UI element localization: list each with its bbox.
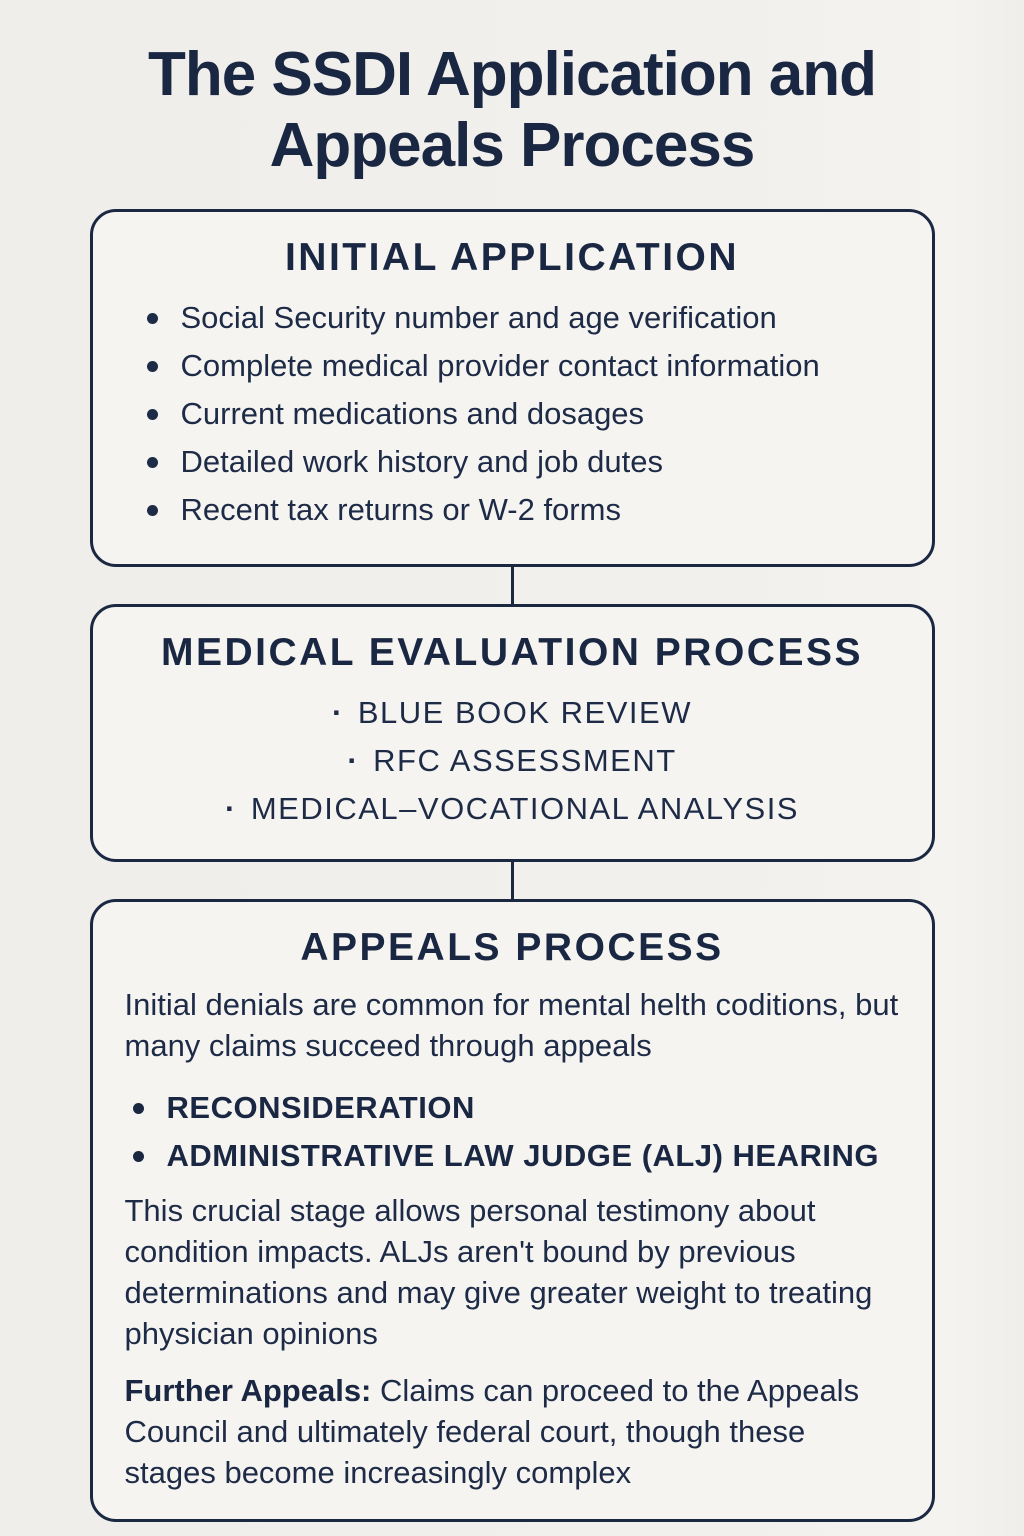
box-appeals-process: APPEALS PROCESS Initial denials are comm…: [89, 899, 935, 1523]
box-medical-evaluation-process: MEDICAL EVALUATION PROCESS BLUE BOOK REV…: [89, 604, 935, 863]
list-item: BLUE BOOK REVIEW: [125, 689, 900, 737]
list-item: Current medications and dosages: [139, 390, 900, 438]
list-item: ADMINISTRATIVE LAW JUDGE (ALJ) HEARING: [131, 1132, 900, 1180]
further-appeals-text: Claims can proceed to the Appeals Counci…: [124, 1373, 860, 1491]
appeals-process-heading: APPEALS PROCESS: [300, 926, 724, 970]
list-item: Detailed work history and job dutes: [139, 438, 900, 486]
list-item: Recent tax returns or W-2 forms: [139, 486, 900, 534]
connector-line-2: [510, 862, 514, 900]
initial-application-bullet-list: Social Security number and age verificat…: [139, 294, 900, 534]
list-item: RECONSIDERATION: [131, 1084, 900, 1132]
box-initial-application: INITIAL APPLICATION Social Security numb…: [89, 209, 935, 568]
alj-hearing-detail-text: This crucial stage allows personal testi…: [124, 1193, 873, 1352]
process-flow: INITIAL APPLICATION Social Security numb…: [0, 209, 1024, 1523]
appeals-intro-text: Initial denials are common for mental he…: [124, 987, 899, 1064]
appeals-stage-list: RECONSIDERATION ADMINISTRATIVE LAW JUDGE…: [131, 1084, 900, 1180]
list-item: Complete medical provider contact inform…: [139, 342, 900, 390]
connector-line-1: [510, 567, 514, 605]
further-appeals-label: Further Appeals:: [124, 1373, 372, 1409]
initial-application-heading: INITIAL APPLICATION: [284, 236, 740, 280]
list-item: MEDICAL–VOCATIONAL ANALYSIS: [125, 785, 900, 833]
list-item: Social Security number and age verificat…: [139, 294, 900, 342]
medical-evaluation-heading: MEDICAL EVALUATION PROCESS: [160, 631, 864, 675]
medical-evaluation-item-list: BLUE BOOK REVIEW RFC ASSESSMENT MEDICAL–…: [125, 689, 900, 833]
further-appeals-paragraph: Further Appeals: Claims can proceed to t…: [125, 1370, 900, 1493]
page-title: The SSDI Application and Appeals Process: [147, 40, 877, 180]
list-item: RFC ASSESSMENT: [125, 737, 900, 785]
